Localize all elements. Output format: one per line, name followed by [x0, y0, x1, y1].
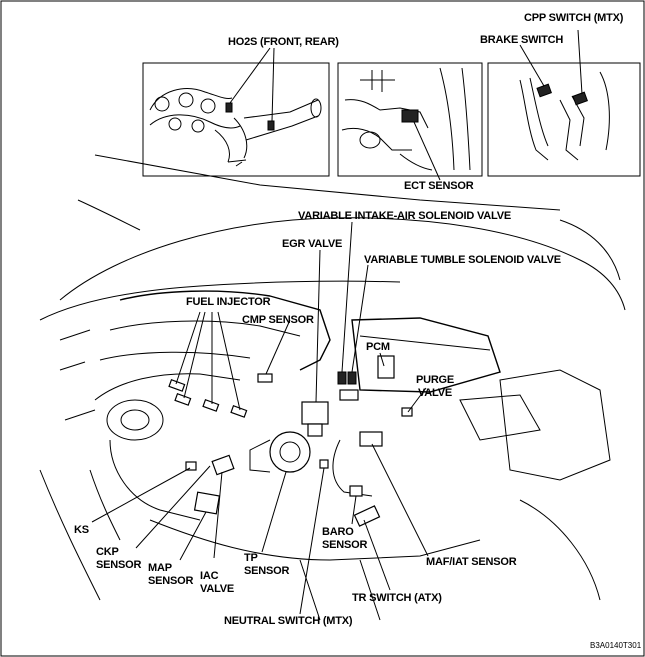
ckp-sensor-label: CKP SENSOR — [96, 546, 141, 572]
maf-iat-sensor-icon — [359, 431, 383, 447]
cmp-sensor-icon — [257, 373, 273, 383]
map-label-line2: SENSOR — [148, 575, 194, 587]
pedal-switch-sketch — [519, 71, 610, 161]
intake-solenoid-icon — [337, 371, 347, 385]
ect-area-sketch — [341, 67, 471, 171]
baro-label-line2: SENSOR — [322, 539, 368, 551]
fuel-injector-icon-2 — [174, 393, 192, 406]
cpp-switch-label: CPP SWITCH (MTX) — [524, 12, 624, 24]
fuel-injector-icon-3 — [202, 399, 220, 412]
ks-icon — [185, 461, 197, 471]
tp-label-line1: TP — [244, 552, 258, 564]
purge-valve-label-line1: PURGE — [415, 374, 455, 386]
leader-lines — [91, 29, 583, 615]
iac-label-line1: IAC — [200, 570, 219, 582]
purge-valve-icon — [401, 407, 413, 417]
ks-label: KS — [74, 524, 89, 536]
variable-intake-air-solenoid-valve-label: VARIABLE INTAKE-AIR SOLENOID VALVE — [298, 210, 512, 222]
map-sensor-icon — [193, 491, 221, 515]
tumble-solenoid-icon — [347, 371, 357, 385]
cmp-sensor-label: CMP SENSOR — [242, 314, 314, 326]
purge-valve-label: PURGE VALVE — [410, 374, 460, 400]
fuel-injector-icon-1 — [168, 379, 186, 392]
brake-switch-label: BRAKE SWITCH — [480, 34, 564, 46]
iac-label-line2: VALVE — [200, 583, 235, 595]
ckp-label-line1: CKP — [96, 546, 119, 558]
tr-switch-icon — [353, 505, 381, 527]
tp-label-line2: SENSOR — [244, 565, 290, 577]
maf-iat-sensor-label: MAF/IAT SENSOR — [426, 556, 517, 568]
baro-sensor-icon — [349, 485, 363, 497]
purge-valve-label-line2: VALVE — [417, 387, 453, 399]
tr-switch-label: TR SWITCH (ATX) — [352, 592, 442, 604]
neutral-switch-icon — [319, 459, 329, 469]
pcm-icon — [377, 355, 395, 379]
egr-valve-label: EGR VALVE — [282, 238, 343, 250]
pcm-label: PCM — [366, 341, 390, 353]
ect-sensor-icon — [401, 109, 419, 123]
fuel-injector-icon-4 — [230, 405, 248, 418]
front-ho2s-icon — [225, 102, 233, 113]
fuel-injector-label: FUEL INJECTOR — [186, 296, 271, 308]
neutral-switch-label: NEUTRAL SWITCH (MTX) — [224, 615, 353, 627]
figure-code: B3A0140T301 — [590, 641, 642, 650]
rear-ho2s-icon — [267, 120, 275, 131]
throttle-body-icon — [269, 431, 311, 473]
cpp-switch-icon — [572, 91, 588, 106]
variable-tumble-solenoid-valve-label: VARIABLE TUMBLE SOLENOID VALVE — [364, 254, 561, 266]
iac-valve-icon — [211, 454, 235, 476]
ho2s-label: HO2S (FRONT, REAR) — [228, 36, 339, 48]
egr-valve-icon — [301, 401, 329, 425]
exhaust-manifold-sketch — [149, 88, 322, 167]
iac-valve-label: IAC VALVE — [200, 570, 234, 596]
map-label-line1: MAP — [148, 562, 172, 574]
ect-sensor-label: ECT SENSOR — [404, 180, 474, 192]
switch-inset-box — [487, 62, 641, 177]
baro-sensor-label: BARO SENSOR — [322, 526, 367, 552]
engine-bay-sketch — [39, 154, 626, 621]
baro-label-line1: BARO — [322, 526, 354, 538]
brake-switch-icon — [536, 83, 552, 98]
ho2s-inset-box — [142, 62, 330, 177]
ect-inset-box — [337, 62, 483, 177]
map-sensor-label: MAP SENSOR — [148, 562, 193, 588]
tp-sensor-label: TP SENSOR — [244, 552, 289, 578]
ckp-label-line2: SENSOR — [96, 559, 142, 571]
